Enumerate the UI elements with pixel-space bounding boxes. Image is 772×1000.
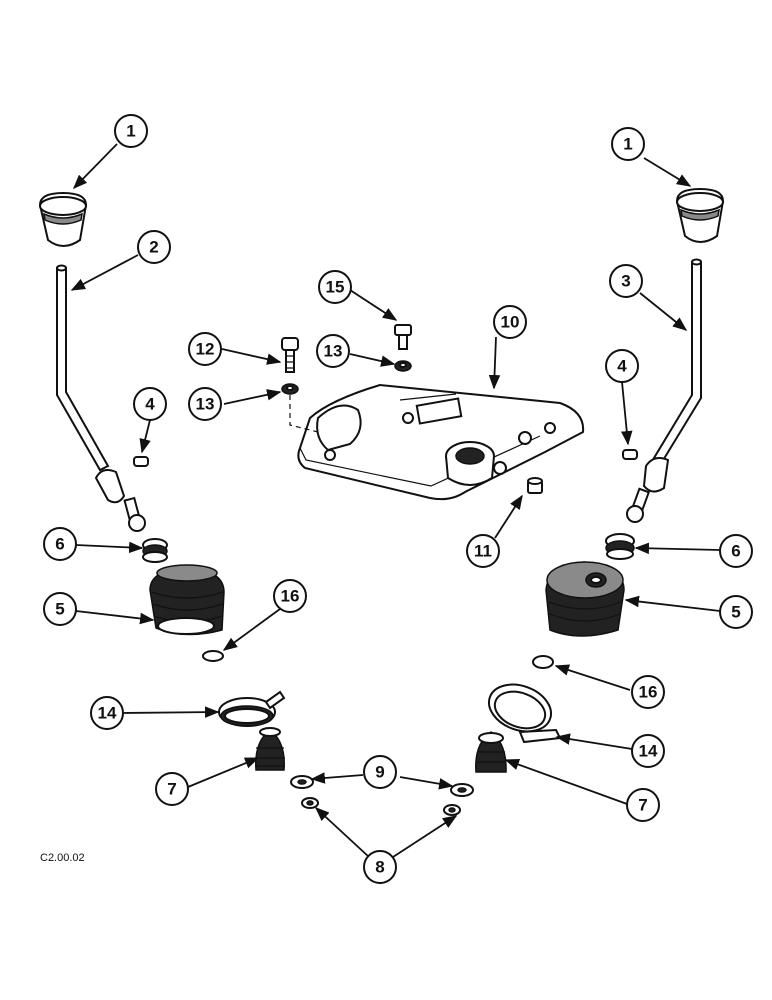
callout-5-right: 5 bbox=[719, 595, 753, 629]
callout-4-right: 4 bbox=[605, 349, 639, 383]
svg-text:13: 13 bbox=[196, 395, 215, 414]
right-hose-clamp bbox=[488, 683, 562, 744]
svg-text:9: 9 bbox=[375, 763, 384, 782]
bushing bbox=[527, 477, 543, 494]
callout-10: 10 bbox=[493, 305, 527, 339]
right-washer bbox=[532, 655, 554, 669]
svg-text:10: 10 bbox=[501, 313, 520, 332]
left-spring-clip bbox=[142, 538, 168, 563]
right-rubber-boot bbox=[545, 561, 625, 637]
svg-text:11: 11 bbox=[474, 542, 492, 561]
svg-text:1: 1 bbox=[623, 135, 632, 154]
svg-text:16: 16 bbox=[281, 587, 300, 606]
svg-text:3: 3 bbox=[621, 272, 630, 291]
callout-13-left: 13 bbox=[188, 387, 222, 421]
callout-11: 11 bbox=[466, 534, 500, 568]
svg-text:7: 7 bbox=[167, 780, 176, 799]
bolt-12 bbox=[281, 337, 299, 373]
callout-16-right: 16 bbox=[631, 675, 665, 709]
washer-13-left bbox=[281, 383, 299, 395]
svg-text:6: 6 bbox=[55, 535, 64, 554]
right-spring-clip bbox=[605, 533, 635, 560]
svg-text:16: 16 bbox=[639, 683, 658, 702]
bolt-12-alignment-line bbox=[289, 395, 319, 433]
callout-15: 15 bbox=[318, 270, 352, 304]
svg-text:14: 14 bbox=[639, 742, 658, 761]
callout-7-left: 7 bbox=[155, 772, 189, 806]
svg-text:5: 5 bbox=[731, 603, 740, 622]
callout-7-right: 7 bbox=[626, 788, 660, 822]
right-small-spring bbox=[475, 731, 507, 773]
left-small-spring bbox=[255, 727, 285, 771]
washer-13-right bbox=[394, 360, 412, 372]
svg-text:12: 12 bbox=[196, 340, 215, 359]
right-knob bbox=[675, 187, 725, 243]
right-washer-9 bbox=[450, 783, 474, 797]
bolt-15 bbox=[394, 324, 412, 350]
svg-text:6: 6 bbox=[731, 542, 740, 561]
left-knob bbox=[38, 191, 88, 247]
leader-lines bbox=[70, 143, 721, 858]
drawing-code: C2.00.02 bbox=[40, 852, 85, 864]
left-washer bbox=[202, 650, 224, 662]
svg-text:4: 4 bbox=[145, 395, 155, 414]
svg-text:15: 15 bbox=[326, 278, 345, 297]
svg-text:7: 7 bbox=[638, 796, 647, 815]
svg-text:1: 1 bbox=[126, 122, 135, 141]
callout-16-left: 16 bbox=[273, 579, 307, 613]
left-washer-9 bbox=[290, 775, 314, 789]
callout-12: 12 bbox=[188, 332, 222, 366]
svg-text:5: 5 bbox=[55, 600, 64, 619]
svg-text:8: 8 bbox=[375, 858, 384, 877]
right-circlip bbox=[443, 804, 461, 816]
callout-3: 3 bbox=[609, 264, 643, 298]
callout-6-right: 6 bbox=[719, 534, 753, 568]
callout-1-right: 1 bbox=[611, 127, 645, 161]
left-lever bbox=[56, 264, 146, 532]
callout-2: 2 bbox=[137, 230, 171, 264]
callout-14-right: 14 bbox=[631, 734, 665, 768]
svg-text:4: 4 bbox=[617, 357, 627, 376]
callout-8: 8 bbox=[363, 850, 397, 884]
callout-14-left: 14 bbox=[90, 696, 124, 730]
right-pin bbox=[622, 449, 638, 460]
callout-13-right: 13 bbox=[316, 334, 350, 368]
callout-9: 9 bbox=[363, 755, 397, 789]
left-rubber-boot bbox=[149, 564, 225, 636]
svg-text:14: 14 bbox=[98, 704, 117, 723]
callout-4-left: 4 bbox=[133, 387, 167, 421]
left-pin bbox=[133, 456, 149, 467]
callout-1-left: 1 bbox=[114, 114, 148, 148]
left-circlip bbox=[301, 797, 319, 809]
left-hose-clamp bbox=[218, 690, 286, 727]
callout-5-left: 5 bbox=[43, 592, 77, 626]
mounting-plate bbox=[297, 383, 585, 501]
svg-text:2: 2 bbox=[149, 238, 158, 257]
svg-text:13: 13 bbox=[324, 342, 343, 361]
right-lever bbox=[626, 258, 702, 523]
callout-6-left: 6 bbox=[43, 527, 77, 561]
